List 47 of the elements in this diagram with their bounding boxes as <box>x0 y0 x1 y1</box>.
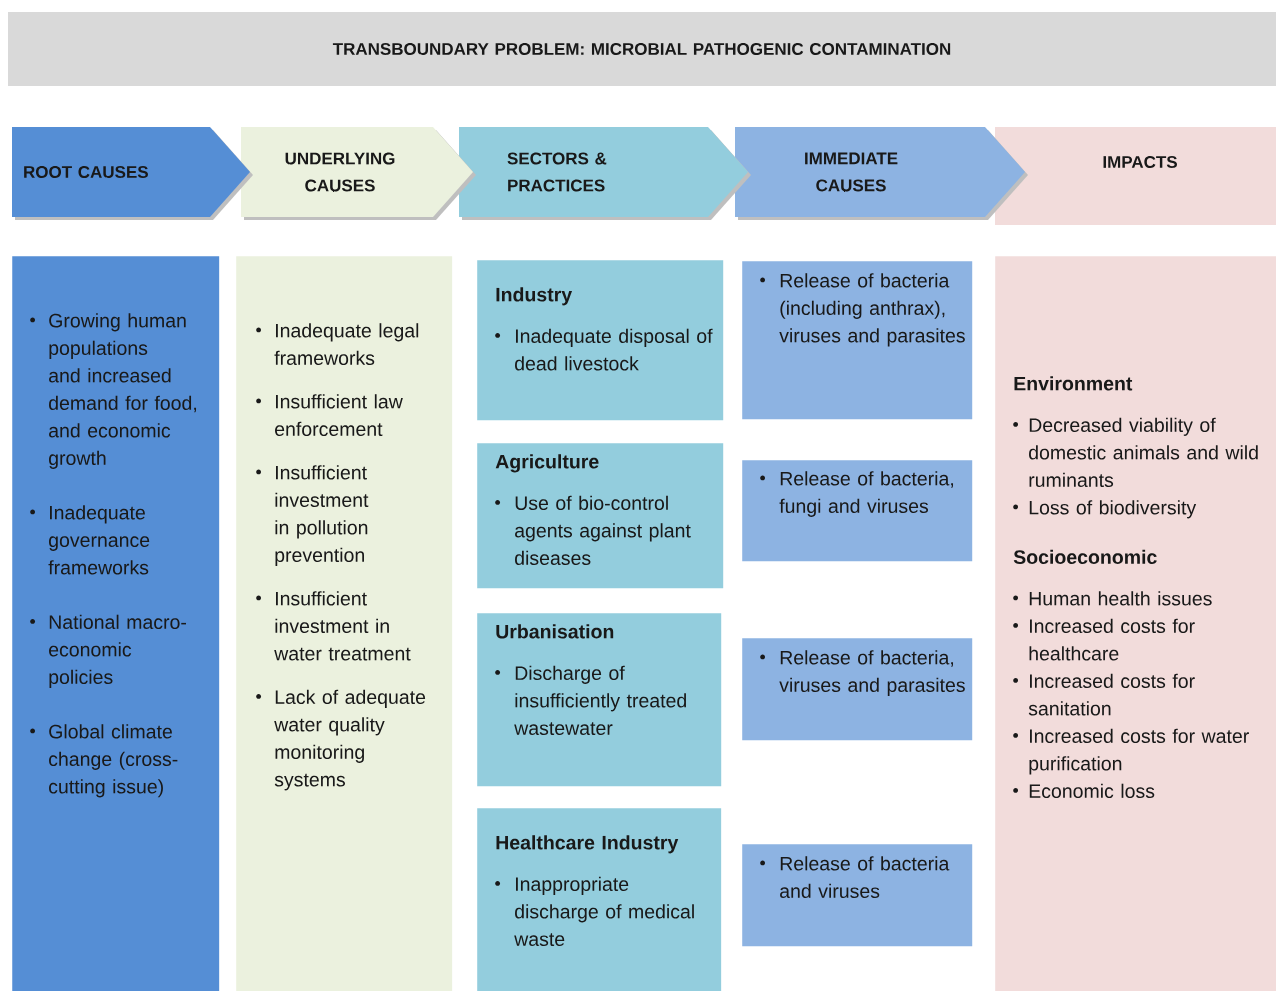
cause-box <box>742 261 973 420</box>
sector-box <box>477 613 722 787</box>
bullet-item: Release of bacteria (including anthrax), viruses and parasites <box>760 273 965 347</box>
heading: Healthcare Industry <box>496 835 679 854</box>
heading: Industry <box>496 287 573 306</box>
cause-box <box>742 638 973 741</box>
bullet-item: Increased costs for healthcare <box>1013 618 1195 661</box>
bullet-item: Release of bacteria and viruses <box>760 856 950 899</box>
bullet-item: Use of bio-control agents against plant diseases <box>495 495 691 565</box>
bullet-item: Increased costs for water purification <box>1013 728 1249 775</box>
bullet-item: Inadequate disposal of dead livestock <box>495 328 713 371</box>
heading: Environment <box>1014 376 1133 391</box>
bullet-item: Global climate change (cross-cutting issue) <box>30 724 178 798</box>
cause-box <box>742 844 973 947</box>
cause-column <box>12 256 220 991</box>
heading: Socioeconomic <box>1013 549 1157 564</box>
stage-banner: UNDERLYING CAUSES <box>241 127 476 220</box>
bullet-item: Insufficient investment in water treatment <box>256 591 411 661</box>
title-band: TRANSBOUNDARY PROBLEM: MICROBIAL PATHOGENIC CONTAMINATION <box>8 12 1276 86</box>
bullet-item: Insufficient law enforcement <box>256 394 403 436</box>
bullet-item: Inappropriate discharge of medical waste <box>495 876 694 947</box>
heading: Urbanisation <box>496 624 614 639</box>
sector-box <box>477 260 724 421</box>
bullet-item: Loss of biodiversity <box>1013 500 1197 519</box>
bullet-item: Lack of adequate water quality monitoring systems <box>256 689 426 791</box>
cause-box <box>742 460 973 562</box>
bullet-item: Insufficient investment in pollution prevention <box>256 465 369 566</box>
sector-box <box>477 443 724 589</box>
bullet-item: Inadequate legal frameworks <box>256 323 419 365</box>
bullet-item: Release of bacteria, viruses and parasites <box>760 650 965 696</box>
heading: Agriculture <box>495 454 599 473</box>
stage-banner: SECTORS & PRACTICES <box>459 127 751 220</box>
bullet-item: Release of bacteria, fungi and viruses <box>760 471 953 517</box>
bullet-item: Decreased viability of domestic animals and wild ruminants <box>1013 417 1258 487</box>
sector-box <box>477 808 722 991</box>
bullet-item: Human health issues <box>1013 591 1212 606</box>
bullet-item: National macro-economic policies <box>30 614 186 688</box>
stage-banner: ROOT CAUSES <box>12 127 253 220</box>
bullet-item: Discharge of insufficiently treated wastewater <box>495 665 686 736</box>
bullet-item: Growing human populations and increased demand for food, and economic growth <box>30 313 196 469</box>
bullet-item: Economic loss <box>1013 783 1155 798</box>
impact-column <box>995 256 1276 991</box>
cause-column <box>236 256 453 991</box>
stage-banner: IMMEDIATE CAUSES <box>735 127 1028 220</box>
bullet-item: Inadequate governance frameworks <box>30 505 150 575</box>
bullet-item: Increased costs for sanitation <box>1013 673 1195 716</box>
stage-banner: IMPACTS <box>995 127 1276 225</box>
